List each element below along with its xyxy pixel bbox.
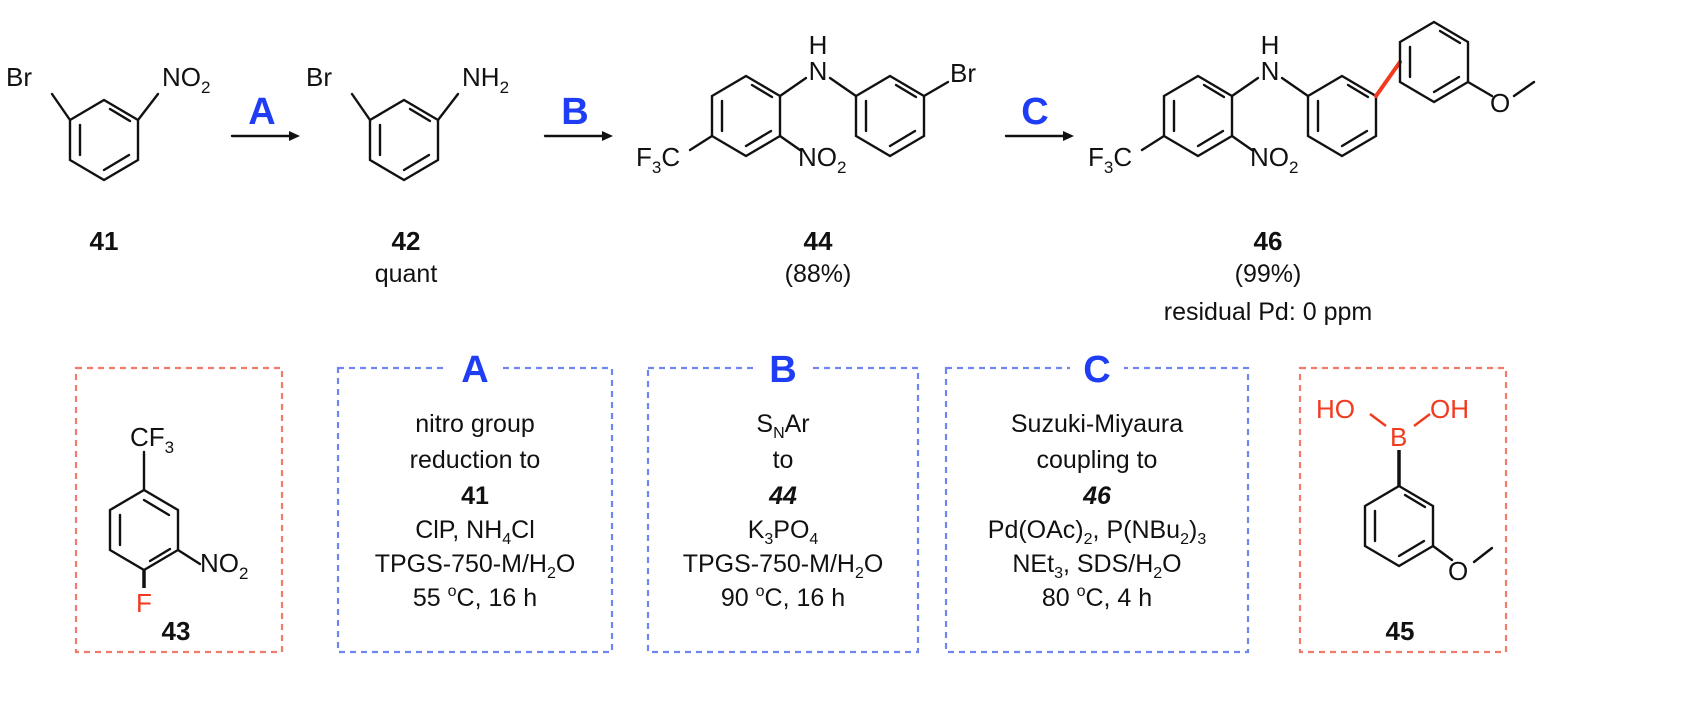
conditions-a-target: 41 [461,482,489,510]
nitro-group: NO2 [1250,142,1298,177]
oxygen-atom: O [1490,88,1510,118]
conditions-c-catalyst: Pd(OAc)2, P(NBu2)3 [988,516,1207,548]
conditions-c-temperature: 80 oC, 4 h [1042,583,1152,612]
compound-44-label: 44 [804,226,833,256]
conditions-a-line1: nitro group [415,410,535,438]
arrow-c: C [1004,91,1074,141]
oxygen-atom: O [1448,556,1468,586]
compound-43-structure: CF3 NO2 F [108,422,248,618]
conditions-a-solvent: TPGS-750-M/H2O [375,550,576,582]
conditions-a-reagent: ClP, NH4Cl [415,516,535,548]
conditions-b-letter: B [769,349,796,391]
residual-pd-note: residual Pd: 0 ppm [1164,298,1372,326]
conditions-b-target: 44 [768,482,797,510]
trifluoromethyl-group: F3C [1088,142,1132,177]
conditions-c-base: NEt3, SDS/H2O [1012,550,1181,582]
compound-41-structure: Br NO2 [6,62,210,182]
compound-43-label: 43 [162,616,191,646]
nitro-group: NO2 [798,142,846,177]
fluorine-atom: F [136,588,152,618]
compound-42-structure: Br NH2 [306,62,509,182]
conditions-c-line1: Suzuki-Miyaura [1011,410,1183,438]
compound-44-yield: (88%) [785,260,852,288]
nitro-group: NO2 [200,548,248,583]
conditions-a-temperature: 55 oC, 16 h [413,583,537,612]
nitro-group: NO2 [162,62,210,97]
compound-42-yield: quant [375,260,438,288]
compound-45-structure: HO OH B O [1316,394,1494,586]
hydrogen-atom: H [809,30,828,60]
compound-41-label: 41 [90,226,119,256]
arrow-b-label: B [561,91,588,133]
bromine-atom: Br [950,58,976,88]
nitrogen-atom: N [809,56,828,86]
compound-45-label: 45 [1386,616,1415,646]
bromine-atom: Br [306,62,332,92]
conditions-box-c [944,366,1250,654]
conditions-c-line2: coupling to [1037,446,1158,474]
trifluoromethyl-group: F3C [636,142,680,177]
conditions-c-letter: C [1083,349,1110,391]
trifluoromethyl-group: CF3 [130,422,174,457]
arrow-b: B [543,91,613,141]
compound-42-label: 42 [392,226,421,256]
conditions-a-letter: A [461,349,488,391]
conditions-b-temperature: 90 oC, 16 h [721,583,845,612]
amino-group: NH2 [462,62,509,97]
conditions-c-target: 46 [1082,482,1112,510]
reagent-box-43 [74,366,284,654]
conditions-b-line2: to [773,446,794,474]
new-biaryl-bond [1374,60,1402,98]
compound-44-structure: H N Br F3C NO2 [636,30,976,177]
nitrogen-atom: N [1261,56,1280,86]
compound-46-label: 46 [1254,226,1283,256]
bromine-atom: Br [6,62,32,92]
arrow-a: A [230,91,300,141]
hydroxyl-right: OH [1430,394,1469,424]
reagent-box-45 [1298,366,1508,654]
hydrogen-atom: H [1261,30,1280,60]
hydroxyl-left: HO [1316,394,1355,424]
conditions-b-line1: SNAr [756,410,809,442]
compound-46-structure: H N O F3C NO2 [1088,20,1536,177]
arrow-a-label: A [248,91,275,133]
conditions-a-line2: reduction to [410,446,541,474]
conditions-b-reagent: K3PO4 [748,516,819,548]
boron-atom: B [1390,422,1407,452]
arrow-c-label: C [1021,91,1048,133]
conditions-b-solvent: TPGS-750-M/H2O [683,550,884,582]
compound-46-yield: (99%) [1235,260,1302,288]
